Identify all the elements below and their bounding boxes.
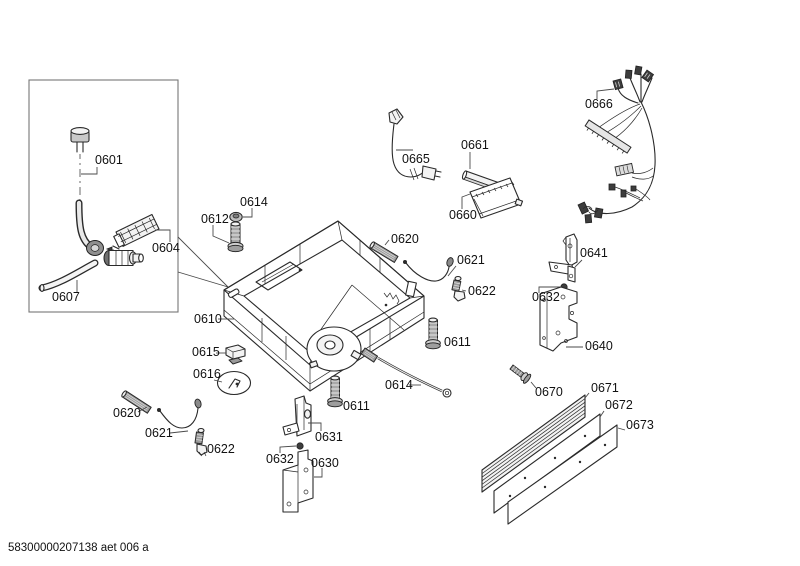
part-0601-drawing [70, 127, 104, 256]
part-label-0671: 0671 [591, 381, 619, 395]
part-label-0620-left: 0620 [113, 406, 141, 420]
part-0611-left-screw-drawing [327, 375, 343, 408]
part-label-0621-left: 0621 [145, 426, 173, 440]
part-0673-panel-drawing [507, 424, 626, 525]
part-0660-drawing [461, 177, 524, 219]
part-label-0616: 0616 [193, 367, 221, 381]
part-label-0641: 0641 [580, 246, 608, 260]
part-label-0661: 0661 [461, 138, 489, 152]
part-label-0631: 0631 [315, 430, 343, 444]
part-0614-cable-drawing [360, 347, 452, 398]
part-0604-drawing [103, 213, 171, 267]
part-0666-harness-drawing [577, 65, 656, 224]
part-0614-nut-drawing [229, 208, 253, 223]
inset-box [28, 79, 229, 313]
part-0672-panel-drawing [493, 410, 605, 514]
part-0621-left-drawing [157, 398, 202, 434]
part-label-0673: 0673 [626, 418, 654, 432]
part-0632-bottom-drawing [279, 442, 304, 453]
part-label-0665: 0665 [402, 152, 430, 166]
part-label-0610: 0610 [194, 312, 222, 326]
part-label-0614-cable: 0614 [385, 378, 413, 392]
part-0620-left-drawing [121, 390, 152, 414]
part-0621-mid-drawing [403, 257, 457, 282]
part-label-0612: 0612 [201, 212, 229, 226]
part-label-0620-mid: 0620 [391, 232, 419, 246]
drawing-number: 58300000207138 aet 006 a [8, 542, 149, 554]
part-label-0632-bottom: 0632 [266, 452, 294, 466]
part-labels: 0601 0604 0607 0612 0614 0610 0615 0616 … [52, 97, 654, 470]
part-label-0611-right: 0611 [444, 335, 471, 349]
part-label-0611-left: 0611 [343, 399, 370, 413]
part-0630-drawing [282, 449, 323, 513]
part-0607-drawing [38, 259, 99, 293]
part-label-0601: 0601 [95, 153, 123, 167]
part-0622-mid-drawing [451, 275, 467, 302]
part-label-0615: 0615 [192, 345, 220, 359]
part-label-0666: 0666 [585, 97, 613, 111]
part-0616-detail-circle [213, 370, 252, 396]
part-label-0632-right: 0632 [532, 290, 560, 304]
part-label-0672: 0672 [605, 398, 633, 412]
part-0612-screw-drawing [212, 221, 244, 253]
part-label-0640: 0640 [585, 339, 613, 353]
part-label-0607: 0607 [52, 290, 80, 304]
part-0671-panel-drawing [481, 392, 590, 493]
part-0641-drawing [548, 233, 583, 283]
part-label-0660: 0660 [449, 208, 477, 222]
part-label-0622-mid: 0622 [468, 284, 496, 298]
part-0615-drawing [216, 344, 246, 365]
part-label-0621-mid: 0621 [457, 253, 485, 267]
part-label-0614-nut: 0614 [240, 195, 268, 209]
part-label-0604: 0604 [152, 241, 180, 255]
part-0610-base-drawing [218, 220, 425, 392]
inset-connector-lines [177, 236, 229, 288]
part-0640-drawing [539, 286, 583, 352]
part-0670-screw-drawing [509, 364, 537, 389]
part-0622-left-drawing [194, 427, 208, 457]
part-label-0630: 0630 [311, 456, 339, 470]
part-0620-mid-drawing [369, 239, 399, 263]
part-label-0670: 0670 [535, 385, 563, 399]
part-label-0622-left: 0622 [207, 442, 235, 456]
part-0665-drawing [388, 108, 442, 181]
part-0631-drawing [282, 395, 322, 437]
part-0611-right-screw-drawing [425, 317, 441, 350]
